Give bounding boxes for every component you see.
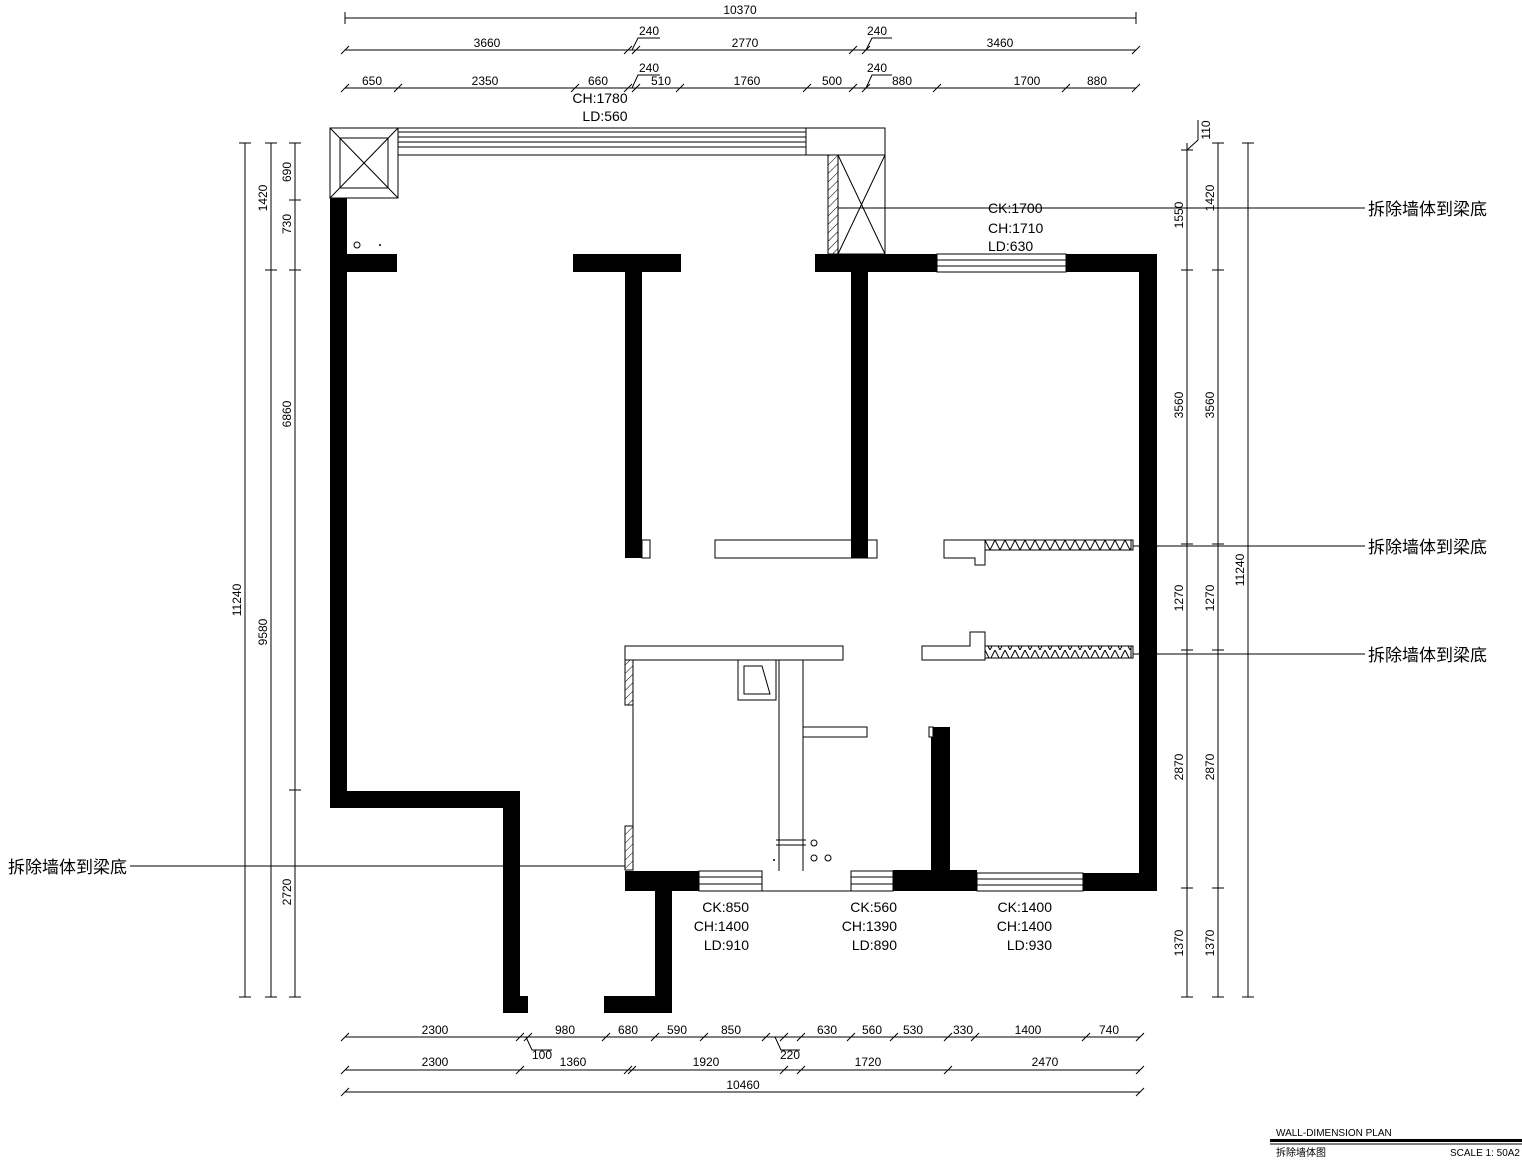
right-dimensions: 110 1550 3560 1270 2870 1370 1420 3560 1… [1172, 120, 1254, 998]
dim-top-3-5: 1760 [734, 74, 761, 88]
dim-right-mid-2: 1270 [1203, 584, 1217, 611]
left-dimensions: 11240 1420 9580 690 730 6860 2720 [230, 142, 301, 998]
dim-top-2-2: 2770 [732, 36, 759, 50]
dim-bottom-1-1: 980 [555, 1023, 575, 1037]
dim-bottom-1-7: 530 [903, 1023, 923, 1037]
dim-bottom-1-8: 330 [953, 1023, 973, 1037]
dim-bottom-2-small: 220 [780, 1048, 800, 1062]
opening-labels: CH:1780 LD:560 CK:1700 CH:1710 LD:630 CK… [572, 90, 1052, 953]
dim-bottom-2-2: 1920 [693, 1055, 720, 1069]
dim-top-3-3: 240 [639, 61, 659, 75]
drawing-title-cn: 拆除墙体图 [1276, 1146, 1326, 1159]
dim-top-3-0: 650 [362, 74, 382, 88]
dim-right-inner-5: 1370 [1172, 929, 1186, 956]
dim-left-mid-1: 9580 [256, 618, 270, 645]
opening-top-right-ld: LD:630 [988, 238, 1033, 254]
dim-right-inner-3: 1270 [1172, 584, 1186, 611]
dim-right-mid-3: 2870 [1203, 753, 1217, 780]
opening-top-right-ch: CH:1710 [988, 220, 1043, 236]
dim-bottom-1-0: 2300 [422, 1023, 449, 1037]
opening-top-left-ld: LD:560 [582, 108, 627, 124]
walls [330, 198, 1157, 1013]
dim-top-3-8: 880 [892, 74, 912, 88]
dim-left-mid-0: 1420 [256, 184, 270, 211]
dim-top-2-3: 240 [867, 24, 887, 38]
dim-right-mid-0: 1420 [1203, 184, 1217, 211]
dim-bottom-1-6: 560 [862, 1023, 882, 1037]
drawing-title-en: WALL-DIMENSION PLAN [1276, 1128, 1392, 1139]
dim-bottom-2-3: 1720 [855, 1055, 882, 1069]
dim-top-2-1: 240 [639, 24, 659, 38]
opening-top-left-ch: CH:1780 [572, 90, 627, 106]
dim-left-inner-2: 6860 [280, 400, 294, 427]
dim-right-inner-2: 3560 [1172, 391, 1186, 418]
title-block: WALL-DIMENSION PLAN 拆除墙体图 SCALE 1: 50A2 [1270, 1128, 1522, 1159]
dim-bottom-1-10: 740 [1099, 1023, 1119, 1037]
dim-right-mid-4: 1370 [1203, 929, 1217, 956]
dim-left-inner-1: 730 [280, 214, 294, 234]
dim-bottom-1-2: 680 [618, 1023, 638, 1037]
bottom-dimensions: 2300 980 680 590 850 630 560 530 330 140… [340, 1023, 1145, 1097]
dim-right-mid-1: 3560 [1203, 391, 1217, 418]
dim-bottom-1-5: 630 [817, 1023, 837, 1037]
annotations: 拆除墙体到梁底 拆除墙体到梁底 拆除墙体到梁底 拆除墙体到梁底 [8, 200, 1487, 878]
dim-top-3-6: 500 [822, 74, 842, 88]
dim-top-3-10: 880 [1087, 74, 1107, 88]
dim-right-inner-0: 110 [1199, 120, 1213, 139]
annotation-demolish-1: 拆除墙体到梁底 [1368, 200, 1487, 220]
annotation-demolish-3: 拆除墙体到梁底 [1368, 646, 1487, 666]
opening-b3-ld: LD:930 [1007, 937, 1052, 953]
opening-b3-ck: CK:1400 [998, 899, 1053, 915]
top-dimensions: 10370 3660 240 2770 240 3460 650 2350 66… [340, 3, 1141, 93]
dim-left-outer: 11240 [230, 583, 244, 616]
opening-b1-ld: LD:910 [704, 937, 749, 953]
dim-bottom-1-4: 850 [721, 1023, 741, 1037]
dim-top-3-9: 1700 [1014, 74, 1041, 88]
opening-b2-ld: LD:890 [852, 937, 897, 953]
dim-top-2-0: 3660 [474, 36, 501, 50]
dim-bottom-2-1: 1360 [560, 1055, 587, 1069]
dim-top-3-2: 660 [588, 74, 608, 88]
dim-right-outer: 11240 [1233, 553, 1247, 586]
dim-bottom-1-3: 590 [667, 1023, 687, 1037]
opening-b1-ck: CK:850 [702, 899, 749, 915]
annotation-demolish-4: 拆除墙体到梁底 [8, 858, 127, 878]
annotation-demolish-2: 拆除墙体到梁底 [1368, 538, 1487, 558]
dim-top-2-4: 3460 [987, 36, 1014, 50]
dim-top-3-1: 2350 [472, 74, 499, 88]
dim-right-inner-1: 1550 [1172, 201, 1186, 228]
dim-bottom-2-0: 2300 [422, 1055, 449, 1069]
dim-bottom-overall: 10460 [726, 1078, 760, 1092]
opening-b1-ch: CH:1400 [694, 918, 749, 934]
dim-left-inner-0: 690 [280, 162, 294, 182]
dim-top-3-7: 240 [867, 61, 887, 75]
dim-right-inner-4: 2870 [1172, 753, 1186, 780]
balcony [329, 127, 886, 255]
opening-b3-ch: CH:1400 [997, 918, 1052, 934]
opening-b2-ck: CK:560 [850, 899, 897, 915]
drawing-scale: SCALE 1: 50A2 [1450, 1148, 1520, 1159]
dim-left-inner-3: 2720 [280, 878, 294, 905]
dim-top-3-4: 510 [651, 74, 671, 88]
opening-b2-ch: CH:1390 [842, 918, 897, 934]
dim-bottom-1-9: 1400 [1015, 1023, 1042, 1037]
dim-top-overall: 10370 [723, 3, 757, 17]
dim-bottom-1-small: 100 [532, 1048, 552, 1062]
dim-bottom-2-4: 2470 [1032, 1055, 1059, 1069]
